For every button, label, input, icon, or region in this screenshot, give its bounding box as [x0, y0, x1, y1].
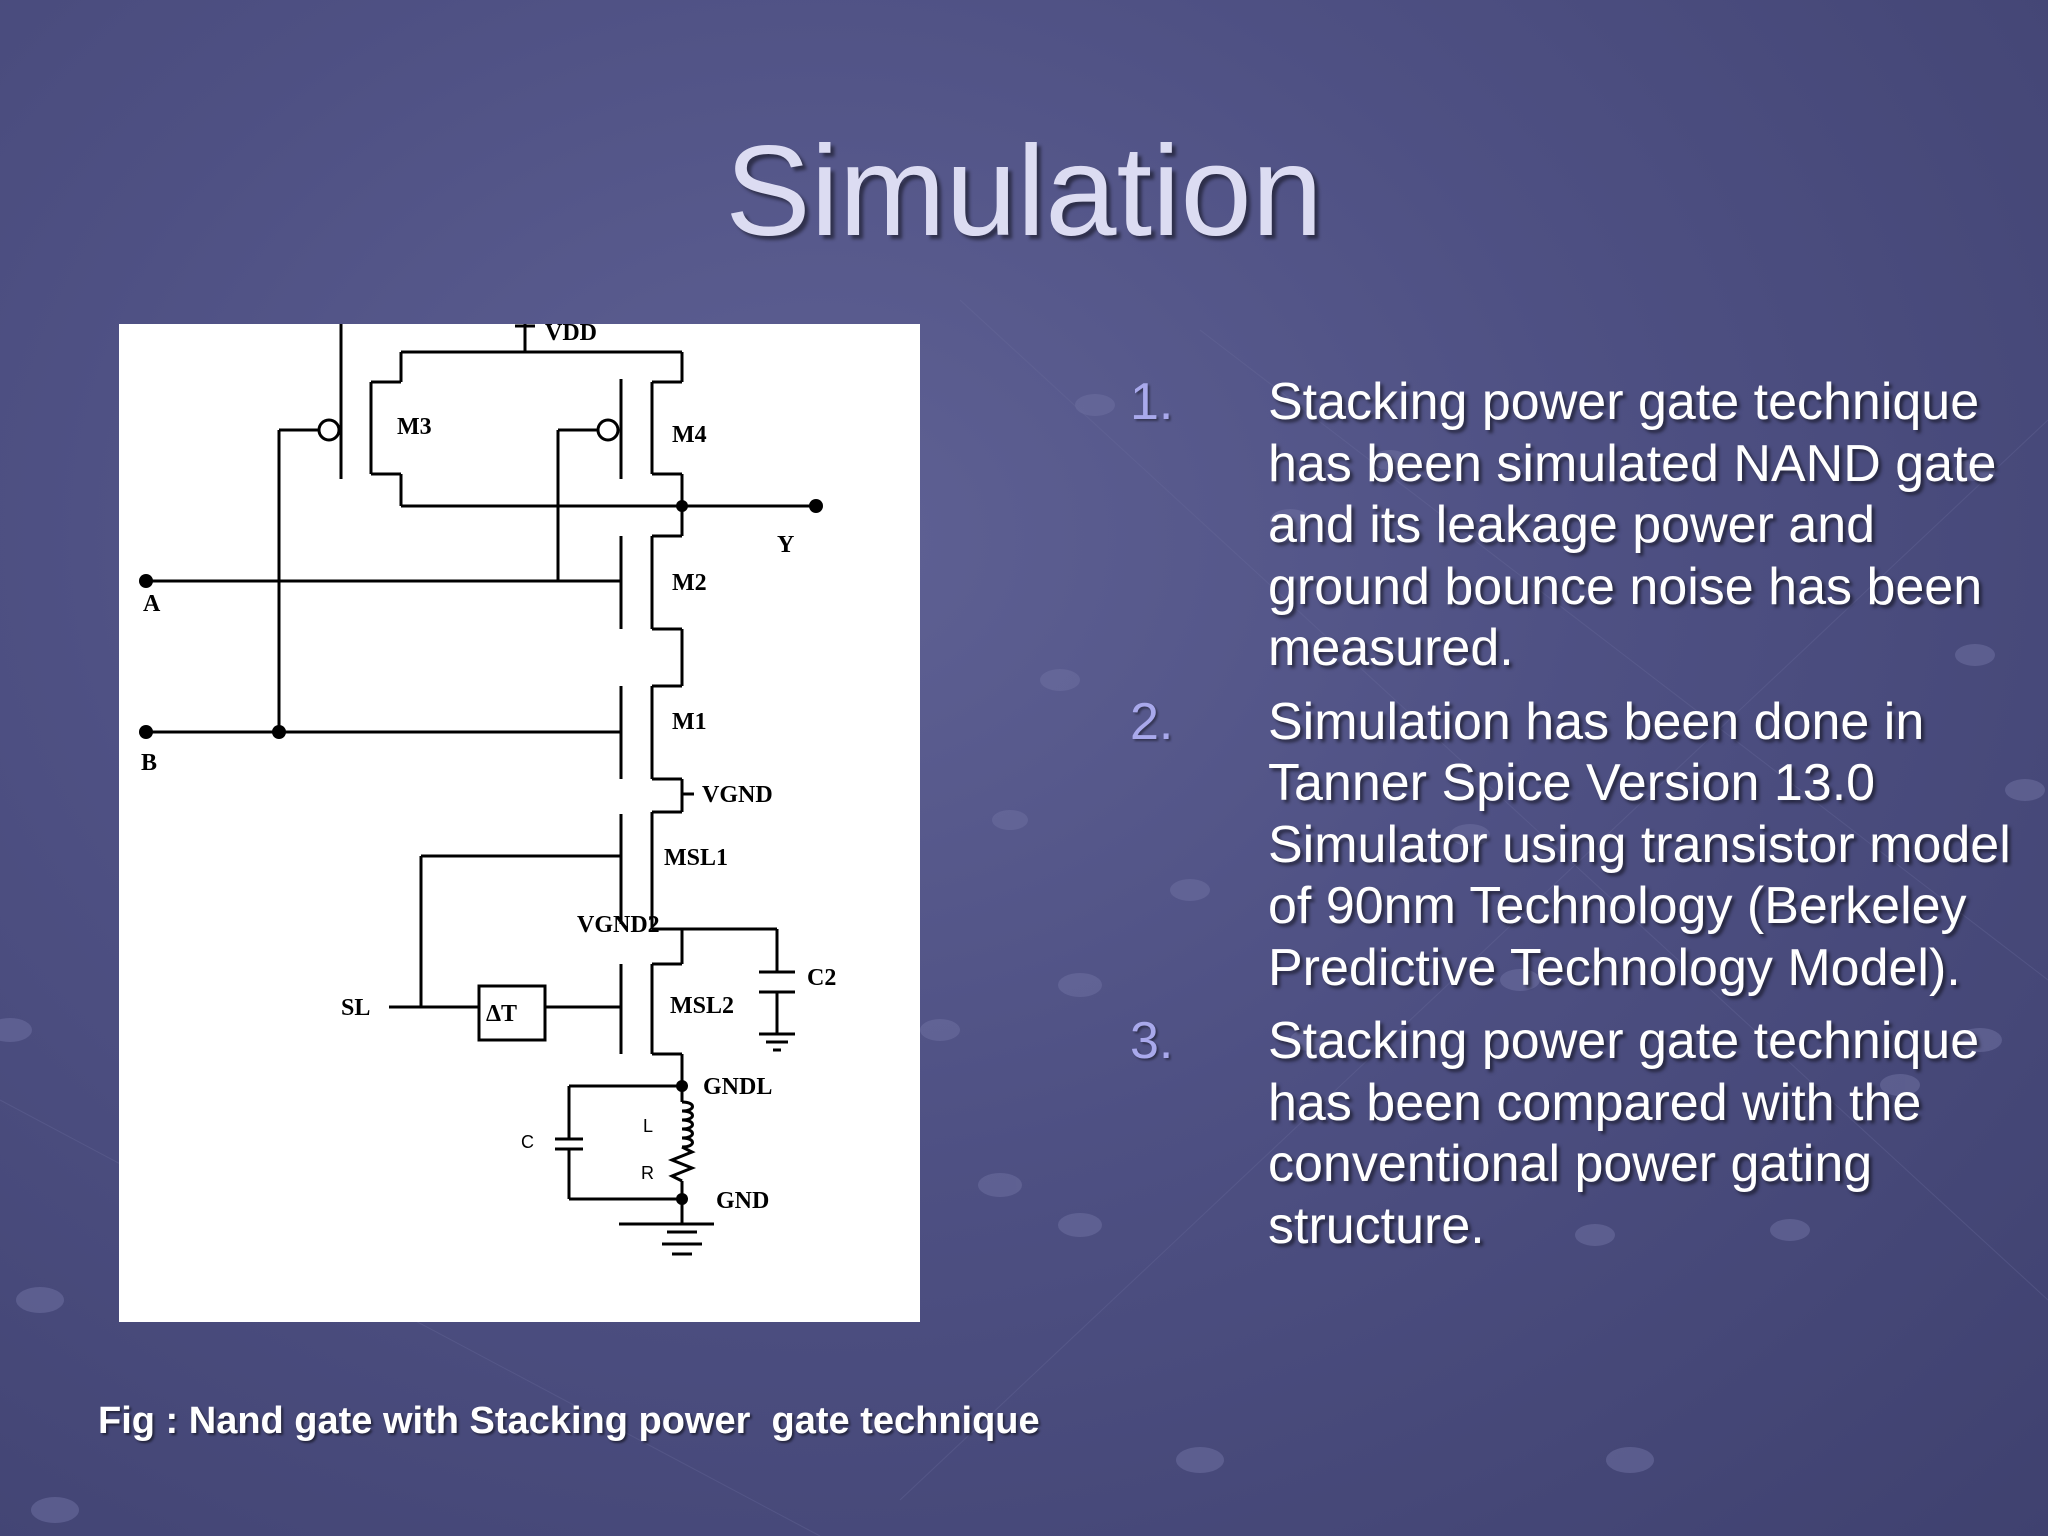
nand-circuit-schematic: VDD M3 M4 Y: [139, 324, 836, 1256]
msl1-label: MSL1: [664, 845, 728, 871]
b-label: B: [141, 750, 157, 776]
c2-label: C2: [807, 965, 836, 991]
m1-label: M1: [672, 709, 707, 735]
list-item: 2. Simulation has been done in Tanner Sp…: [1130, 692, 2030, 1000]
a-label: A: [143, 591, 161, 617]
c-label: C: [521, 1132, 534, 1152]
l-label: L: [643, 1116, 653, 1136]
list-number: 2.: [1130, 692, 1174, 751]
list-text: Stacking power gate technique has been c…: [1268, 1012, 1980, 1255]
gnd-label: GND: [716, 1188, 769, 1214]
list-number: 1.: [1130, 373, 1174, 431]
gndl-label: GNDL: [703, 1074, 772, 1100]
points-list: 1. Stacking power gate technique has bee…: [1130, 372, 2030, 1269]
sl-label: SL: [341, 995, 370, 1021]
m2-label: M2: [672, 570, 707, 596]
vgnd2-label: VGND2: [577, 912, 660, 938]
delay-label: ΔT: [486, 1001, 517, 1027]
m3-label: M3: [397, 414, 432, 440]
figure-caption: Fig : Nand gate with Stacking power gate…: [98, 1400, 1040, 1442]
list-text: Stacking power gate technique has been s…: [1268, 373, 1997, 677]
y-label: Y: [777, 532, 794, 558]
list-item: 1. Stacking power gate technique has bee…: [1130, 372, 2030, 680]
slide-title: Simulation: [725, 120, 1323, 263]
list-text: Simulation has been done in Tanner Spice…: [1268, 692, 2011, 997]
m4-label: M4: [672, 422, 707, 448]
vgnd-label: VGND: [702, 782, 773, 808]
vdd-label: VDD: [545, 324, 597, 346]
circuit-diagram: VDD M3 M4 Y: [119, 324, 920, 1322]
list-number: 3.: [1130, 1012, 1174, 1070]
r-label: R: [641, 1163, 654, 1183]
msl2-label: MSL2: [670, 993, 734, 1019]
list-item: 3. Stacking power gate technique has bee…: [1130, 1011, 2030, 1257]
